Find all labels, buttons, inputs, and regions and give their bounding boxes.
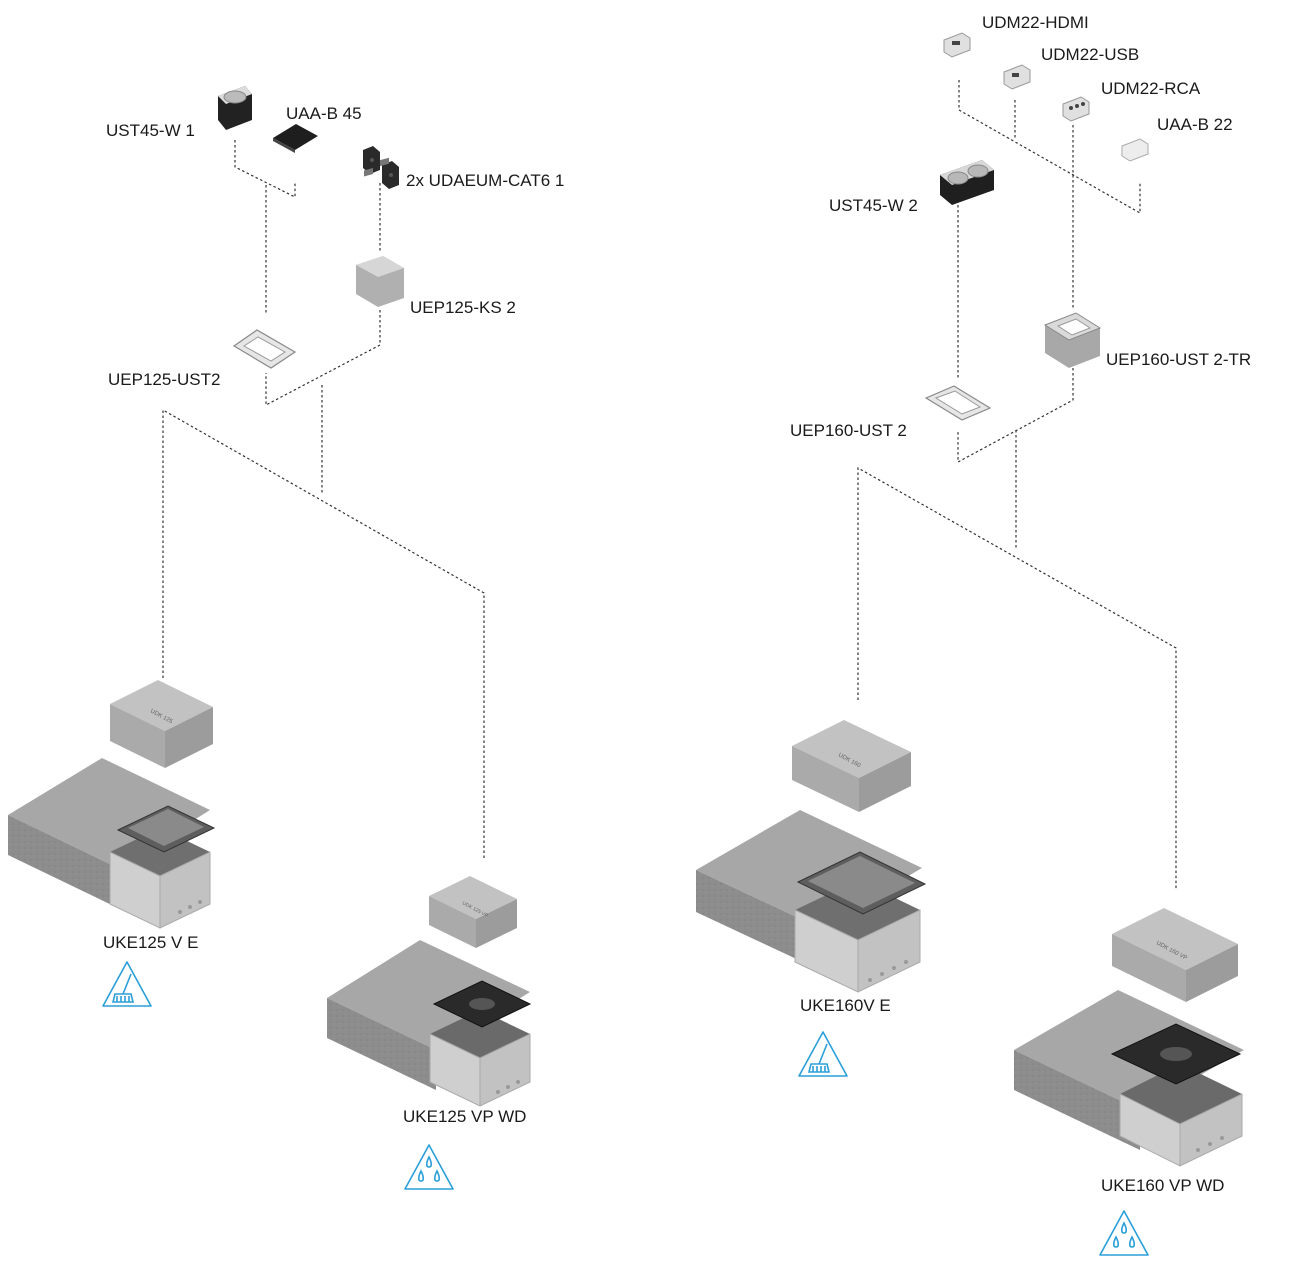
ust45-w1-socket-image [218, 86, 252, 130]
uke125-ve-floor-box-image: UDK 125 [8, 680, 216, 929]
broom-floor-cleaning-icon [102, 961, 152, 1007]
uke125-vpwd-floor-box-image: UDK 125 VP [327, 876, 532, 1107]
uep160-ust2-tr-bracket-image [1043, 312, 1102, 368]
uep125-ks2-bracket-image [356, 157, 404, 307]
label-uke160v-e: UKE160V E [800, 996, 891, 1015]
label-uep125-ust2: UEP125-UST2 [108, 370, 221, 389]
connector-lines-right [857, 80, 1177, 890]
label-uep125-ks2: UEP125-KS 2 [410, 298, 516, 317]
connector-lines-left [162, 140, 485, 860]
udm22-rca-module-image [1062, 96, 1090, 122]
label-uke125-vpwd: UKE125 VP WD [403, 1107, 527, 1126]
label-uaa-b45: UAA-B 45 [286, 104, 362, 123]
label-uaa-b22: UAA-B 22 [1157, 115, 1233, 134]
water-drops-wet-cleaning-icon [404, 1144, 454, 1190]
udm22-hdmi-module-image [943, 32, 971, 58]
label-uep160-ust2-tr: UEP160-UST 2-TR [1106, 350, 1252, 369]
label-udaeum-cat6: 2x UDAEUM-CAT6 1 [406, 171, 565, 190]
uep125-ust2-frame-image [232, 329, 297, 369]
water-drops-wet-cleaning-icon [1099, 1210, 1149, 1256]
label-uke125-ve: UKE125 V E [103, 933, 199, 952]
uep160-ust2-frame-image [924, 385, 992, 421]
label-udm22-hdmi: UDM22-HDMI [982, 13, 1089, 32]
label-ust45-w2: UST45-W 2 [829, 196, 918, 215]
udaeum-cat6-module-image [363, 146, 399, 189]
label-uep160-ust2: UEP160-UST 2 [790, 421, 907, 440]
uke160v-e-floor-box-image: UDK 160 [696, 720, 927, 993]
broom-floor-cleaning-icon [798, 1031, 848, 1077]
uaa-b22-blank-image [1121, 138, 1149, 162]
uke160-vpwd-floor-box-image: UDK 160 VP [1014, 908, 1244, 1167]
ust45-w2-socket-image [940, 160, 994, 205]
label-udm22-usb: UDM22-USB [1041, 45, 1140, 64]
label-uke160-vpwd: UKE160 VP WD [1101, 1176, 1225, 1195]
uaa-b45-blank-plate-image [273, 124, 318, 153]
label-ust45-w1: UST45-W 1 [106, 121, 195, 140]
label-udm22-rca: UDM22-RCA [1101, 79, 1201, 98]
udm22-usb-module-image [1003, 64, 1031, 90]
